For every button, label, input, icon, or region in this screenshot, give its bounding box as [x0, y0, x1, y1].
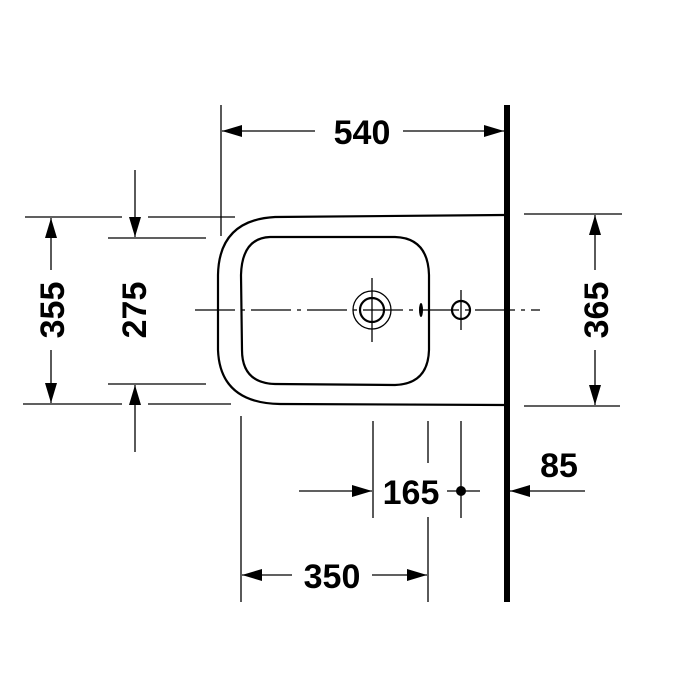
arrow-icon [510, 485, 530, 497]
dim-350: 350 [304, 558, 361, 596]
arrow-icon [129, 217, 141, 237]
arrow-icon [352, 485, 372, 497]
overflow-mark [419, 303, 423, 317]
dim-275: 275 [116, 282, 154, 339]
arrow-icon [45, 218, 57, 238]
arrow-icon [45, 383, 57, 403]
dim-540: 540 [334, 114, 391, 152]
arrow-icon [129, 385, 141, 405]
arrow-icon [407, 569, 427, 581]
bidet-outer-outline [216, 213, 505, 407]
arrow-icon [242, 569, 262, 581]
arrow-icon [484, 125, 504, 137]
dim-365: 365 [578, 282, 616, 339]
dot-marker [456, 486, 466, 496]
dim-85: 85 [540, 447, 578, 485]
arrow-icon [589, 215, 601, 235]
bidet-bowl-outline [239, 235, 431, 387]
dim-165: 165 [383, 474, 440, 512]
dim-355: 355 [34, 282, 72, 339]
arrow-icon [589, 385, 601, 405]
arrow-icon [222, 125, 242, 137]
